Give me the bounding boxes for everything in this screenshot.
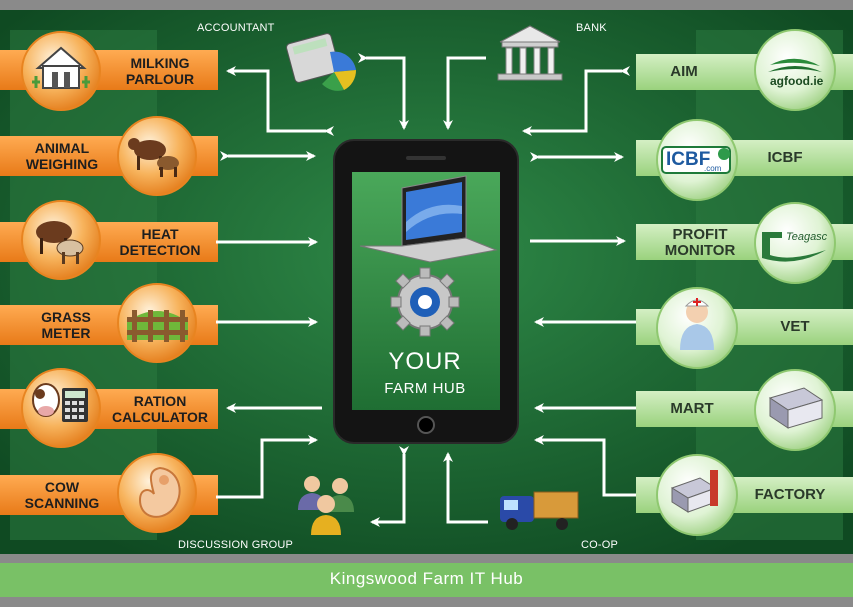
label-line: FACTORY <box>754 486 826 503</box>
hub-subtitle: FARM HUB <box>384 380 466 397</box>
people-group-icon <box>298 476 354 535</box>
home-button <box>417 416 435 434</box>
label-line: VET <box>780 318 810 335</box>
label-heat-detection: HEAT DETECTION <box>110 226 210 258</box>
label-line: ANIMAL <box>34 140 90 156</box>
gear-icon <box>390 267 460 337</box>
label-mart: MART <box>652 401 732 417</box>
label-bank: BANK <box>576 22 607 34</box>
icbf-logo <box>661 146 731 174</box>
label-icbf: ICBF <box>750 150 820 166</box>
arrow-discussion-group <box>370 446 409 527</box>
arrow-aim <box>522 66 630 136</box>
label-line: CALCULATOR <box>112 409 208 425</box>
label-grass-meter: GRASS METER <box>18 309 114 341</box>
icbf-logo-suffix: .com <box>704 164 722 173</box>
arrow-cow-scanning <box>216 435 318 499</box>
label-line: MART <box>670 400 714 417</box>
label-cow-scanning: COW SCANNING <box>14 479 110 511</box>
label-discussion-group: DISCUSSION GROUP <box>178 539 294 551</box>
label-line: SCANNING <box>24 495 100 511</box>
connection-arrows <box>216 53 636 527</box>
teagasc-logo <box>762 232 826 262</box>
label-line: PROFIT <box>672 226 728 243</box>
arrow-accountant <box>358 53 409 130</box>
milking-parlour-icon <box>32 46 90 89</box>
bull-cow-icon <box>36 221 84 264</box>
arrow-co-op <box>443 452 488 524</box>
cows-icon <box>128 138 179 177</box>
footer-bar <box>0 563 853 597</box>
fenced-grass-icon <box>127 310 188 342</box>
label-line: MILKING <box>130 55 190 71</box>
label-line: RATION <box>133 393 187 409</box>
label-milking-parlour: MILKING PARLOUR <box>112 55 208 87</box>
label-line: MONITOR <box>664 242 736 259</box>
agfood-logo-text: agfood.ie <box>770 74 824 88</box>
vet-icon <box>680 298 714 350</box>
arrow-milking-parlour <box>226 66 334 136</box>
factory-icon <box>670 470 718 513</box>
icbf-logo-text: ICBF <box>666 149 711 170</box>
label-ration-calculator: RATION CALCULATOR <box>104 393 216 425</box>
arrow-factory <box>534 435 636 497</box>
hub-title: YOUR <box>388 348 462 375</box>
calf-scan-icon <box>138 466 181 518</box>
label-line: GRASS <box>41 309 91 325</box>
label-aim: AIM <box>654 64 714 80</box>
teagasc-logo-text: Teagasc <box>786 231 828 243</box>
label-profit-monitor: PROFIT MONITOR <box>648 227 752 259</box>
laptop-icon <box>359 175 498 263</box>
delivery-truck-icon <box>500 491 579 530</box>
label-line: WEIGHING <box>25 156 99 172</box>
agfood-logo <box>768 58 822 72</box>
label-animal-weighing: ANIMAL WEIGHING <box>14 140 110 172</box>
label-factory: FACTORY <box>744 487 836 503</box>
footer-title: Kingswood Farm IT Hub <box>329 569 524 588</box>
label-line: AIM <box>670 63 698 80</box>
mart-building-icon <box>768 387 824 429</box>
label-line: ICBF <box>767 149 803 166</box>
label-vet: VET <box>760 319 830 335</box>
label-co-op: CO-OP <box>581 539 619 551</box>
label-line: METER <box>41 325 91 341</box>
arrow-bank <box>443 56 486 130</box>
label-line: COW <box>44 479 80 495</box>
label-accountant: ACCOUNTANT <box>197 22 275 34</box>
label-line: DETECTION <box>119 242 201 258</box>
label-line: HEAT <box>141 226 179 242</box>
label-line: PARLOUR <box>125 71 195 87</box>
cow-calculator-icon <box>32 383 88 422</box>
